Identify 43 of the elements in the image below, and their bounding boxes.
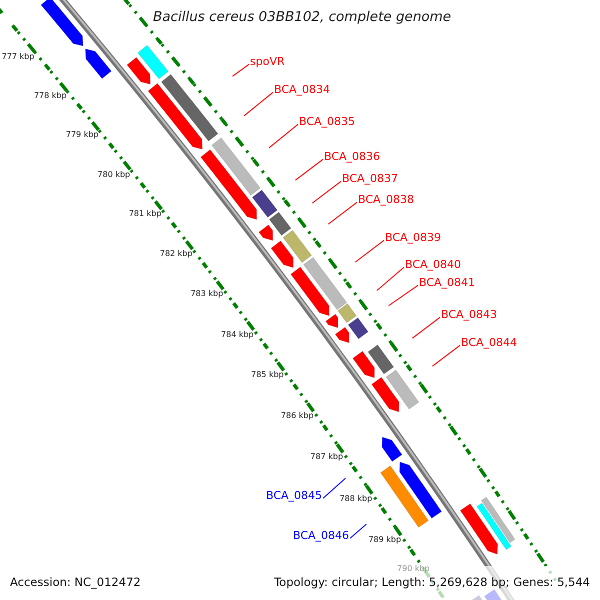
- gene-label: BCA_0839: [385, 232, 442, 243]
- scale-label: 786 kbp: [280, 412, 314, 420]
- leader-line: [388, 284, 418, 306]
- gene-label: BCA_0844: [461, 337, 518, 348]
- scale-label: 781 kbp: [128, 210, 162, 218]
- scale-label: 777 kbp: [2, 52, 34, 61]
- gene-label: BCA_0846: [293, 530, 350, 541]
- leader-line: [244, 92, 274, 116]
- leader-line: [328, 202, 358, 225]
- scale-label: 778 kbp: [34, 92, 67, 100]
- gene-label: BCA_0840: [405, 259, 462, 270]
- leader-line: [294, 158, 324, 181]
- gene-label: BCA_0838: [358, 194, 414, 205]
- scale-label: 788 kbp: [340, 494, 372, 503]
- leader-line: [350, 524, 367, 539]
- leader-line: [322, 478, 346, 499]
- gene-label: BCA_0836: [324, 151, 380, 162]
- scale-label: 784 kbp: [221, 330, 254, 339]
- scale-label: 789 kbp: [368, 536, 402, 544]
- accession-note: Accession: NC_012472: [10, 577, 141, 588]
- scale-label: 787 kbp: [310, 453, 344, 462]
- genome-info-note: Topology: circular; Length: 5,269,628 bp; Genes: 5,544: [274, 577, 590, 588]
- gene-label: BCA_0845: [266, 490, 322, 501]
- leader-line: [354, 240, 384, 263]
- scale-label: 780 kbp: [98, 170, 130, 179]
- scale-label: 783 kbp: [190, 290, 224, 298]
- scale-label: 782 kbp: [160, 250, 192, 258]
- leader-line: [268, 124, 298, 148]
- gene-label: BCA_0834: [274, 84, 330, 95]
- leader-line: [376, 266, 404, 291]
- map-title: Bacillus cereus 03BB102, complete genome: [153, 11, 452, 24]
- scale-label: 790 kbp: [397, 565, 430, 573]
- leader-line: [312, 180, 342, 204]
- scale-label: 779 kbp: [66, 131, 98, 140]
- leader-line: [412, 316, 440, 339]
- gene-label: spoVR: [250, 56, 285, 67]
- leader-line: [432, 344, 460, 367]
- gene-label: BCA_0837: [342, 173, 398, 184]
- gene-label: BCA_0841: [419, 277, 476, 288]
- scale-label: 785 kbp: [251, 371, 284, 380]
- leader-line: [232, 64, 250, 77]
- gene-label: BCA_0843: [441, 309, 498, 320]
- gene-label: BCA_0835: [299, 116, 356, 127]
